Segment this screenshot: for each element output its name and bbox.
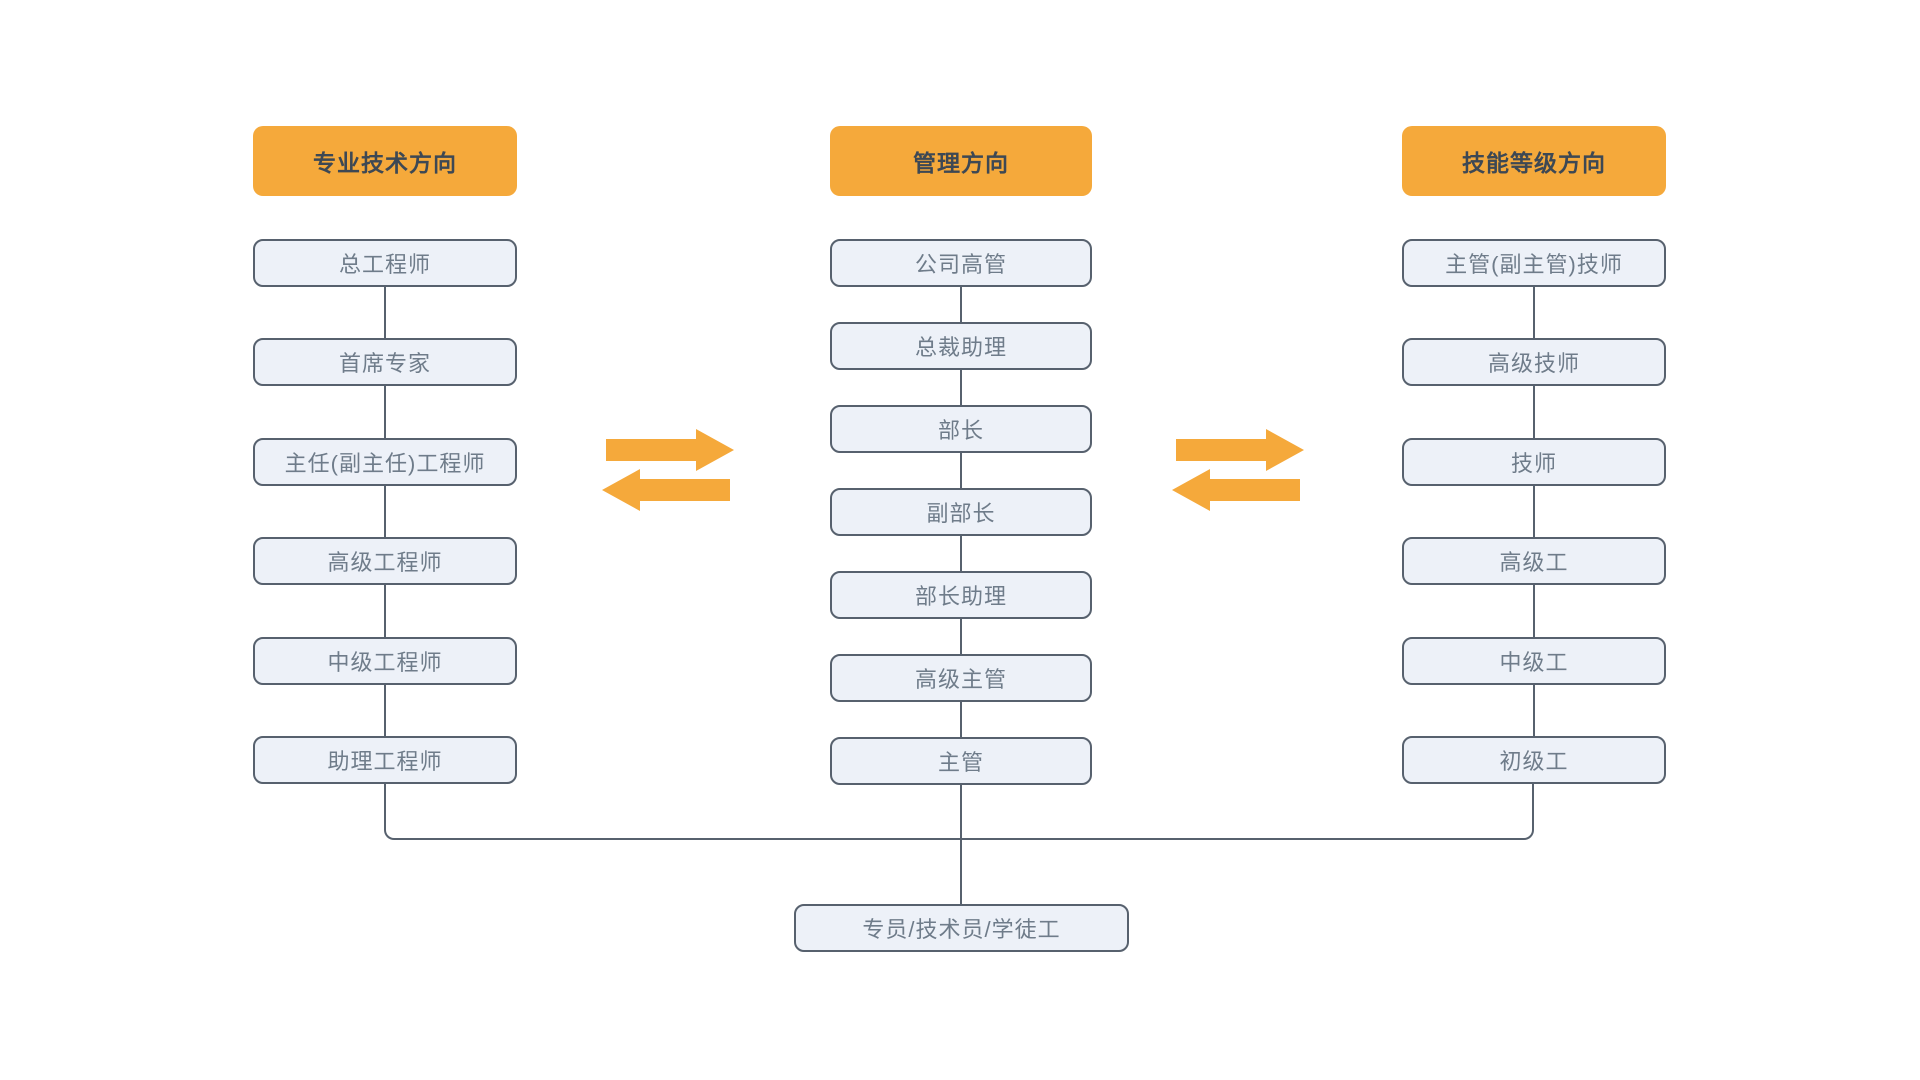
column-boxes-skill: 主管(副主管)技师高级技师技师高级工中级工初级工 — [1402, 239, 1666, 784]
connector-line — [384, 386, 386, 438]
level-box-skill-3: 高级工 — [1402, 537, 1666, 586]
connector-line — [1533, 287, 1535, 339]
connector-line — [384, 585, 386, 637]
level-box-skill-4: 中级工 — [1402, 636, 1666, 685]
level-box-professional-4: 中级工程师 — [253, 636, 517, 685]
level-box-professional-1: 首席专家 — [253, 338, 517, 387]
level-box-management-5: 高级主管 — [830, 654, 1092, 702]
column-management: 管理方向 公司高管总裁助理部长副部长部长助理高级主管主管 — [830, 0, 1092, 1080]
level-box-skill-0: 主管(副主管)技师 — [1402, 239, 1666, 287]
column-skill: 技能等级方向 主管(副主管)技师高级技师技师高级工中级工初级工 — [1402, 0, 1666, 1080]
column-professional: 专业技术方向 总工程师首席专家主任(副主任)工程师高级工程师中级工程师助理工程师 — [253, 0, 517, 1080]
level-box-skill-1: 高级技师 — [1402, 338, 1666, 387]
connector-line — [960, 536, 962, 571]
level-box-management-1: 总裁助理 — [830, 322, 1092, 370]
column-boxes-management: 公司高管总裁助理部长副部长部长助理高级主管主管 — [830, 239, 1092, 785]
level-box-management-6: 主管 — [830, 737, 1092, 785]
connector-line — [1533, 684, 1535, 736]
column-header-professional: 专业技术方向 — [253, 126, 517, 196]
connector-line — [1533, 485, 1535, 538]
connector-line — [960, 702, 962, 737]
connector-line — [960, 619, 962, 654]
level-box-management-0: 公司高管 — [830, 239, 1092, 287]
connector-middle-drop — [960, 785, 962, 904]
connector-line — [960, 453, 962, 488]
level-box-skill-2: 技师 — [1402, 437, 1666, 486]
level-box-management-4: 部长助理 — [830, 571, 1092, 619]
level-box-professional-3: 高级工程师 — [253, 537, 517, 586]
level-box-professional-2: 主任(副主任)工程师 — [253, 437, 517, 486]
connector-line — [384, 485, 386, 538]
level-box-management-2: 部长 — [830, 405, 1092, 453]
level-box-skill-5: 初级工 — [1402, 735, 1666, 784]
connector-line — [384, 287, 386, 339]
swap-arrows-left-icon — [602, 429, 734, 511]
column-boxes-professional: 总工程师首席专家主任(副主任)工程师高级工程师中级工程师助理工程师 — [253, 239, 517, 784]
column-header-skill: 技能等级方向 — [1402, 126, 1666, 196]
connector-line — [1533, 585, 1535, 637]
connector-line — [1533, 386, 1535, 438]
level-box-professional-0: 总工程师 — [253, 239, 517, 287]
swap-arrows-right-icon — [1172, 429, 1304, 511]
level-box-professional-5: 助理工程师 — [253, 735, 517, 784]
connector-elbow-right — [961, 784, 1534, 840]
connector-line — [384, 684, 386, 736]
base-level-box: 专员/技术员/学徒工 — [794, 904, 1129, 952]
connector-line — [960, 370, 962, 405]
connector-elbow-left — [384, 784, 961, 840]
column-header-management: 管理方向 — [830, 126, 1092, 196]
connector-line — [960, 287, 962, 322]
level-box-management-3: 副部长 — [830, 488, 1092, 536]
